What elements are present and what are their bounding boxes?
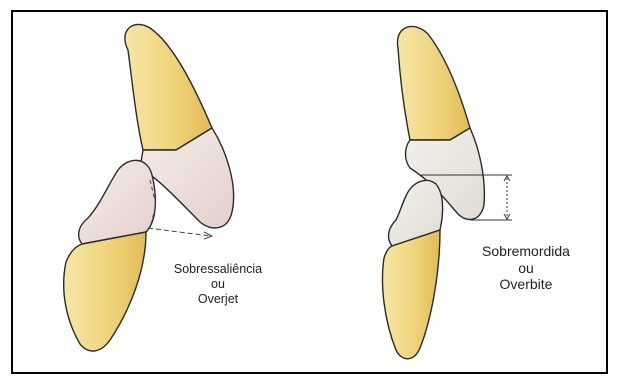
overjet-label-line1: Sobressaliência [152,262,284,277]
overjet-label: Sobressaliência ou Overjet [152,262,284,306]
overbite-label: Sobremordida ou Overbite [470,243,582,293]
right-lower-incisor-root [383,230,441,359]
left-lower-incisor [64,160,156,351]
right-upper-incisor-root [397,26,470,140]
overbite-label-line2: ou [470,260,582,277]
overbite-illustration [383,26,513,358]
left-lower-incisor-crown [79,160,156,244]
right-lower-incisor [383,180,443,358]
left-upper-incisor-root [125,24,212,150]
overbite-label-line3: Overbite [470,276,582,293]
left-lower-incisor-root [64,232,146,351]
overbite-label-line1: Sobremordida [470,243,582,260]
overjet-dashed-horizontal [148,228,210,236]
overjet-label-line3: Overjet [152,292,284,307]
overjet-label-line2: ou [152,277,284,292]
